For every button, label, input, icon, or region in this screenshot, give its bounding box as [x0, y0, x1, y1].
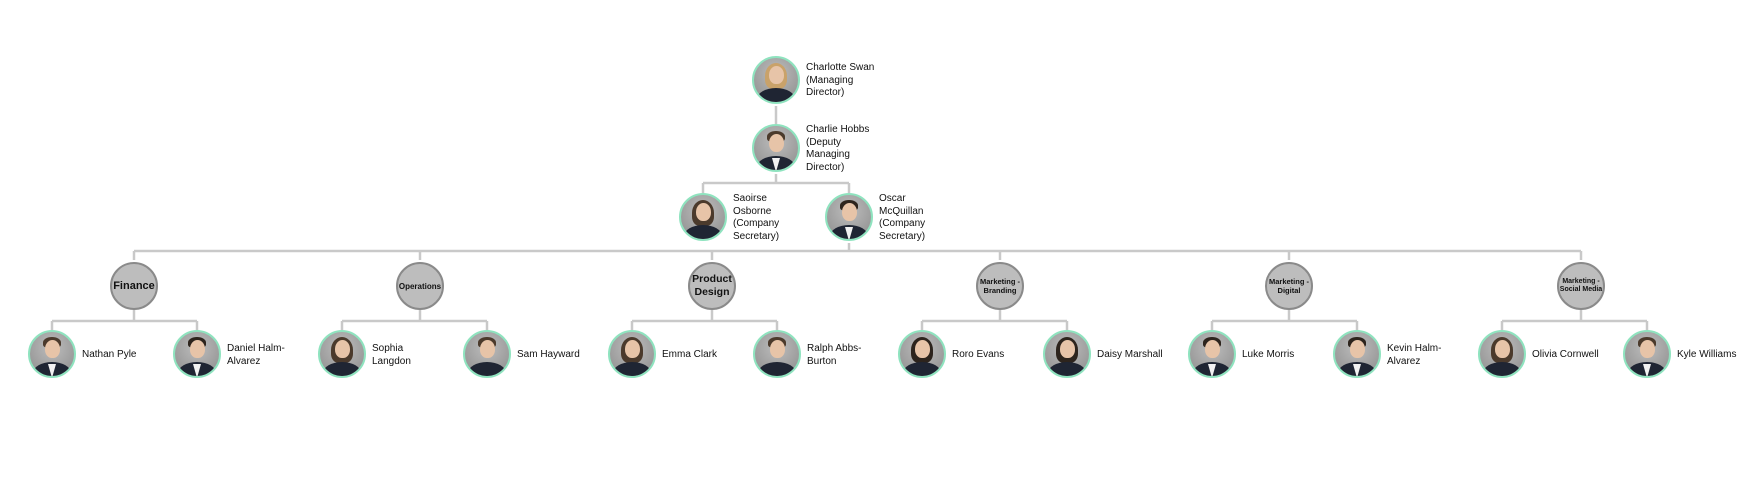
daniel-halm-alvarez-photo: [173, 330, 221, 378]
department-finance-label: Finance: [113, 280, 155, 292]
daniel-halm-alvarez-name: Daniel Halm- Alvarez: [227, 343, 285, 367]
charlie-hobbs-photo: [752, 124, 800, 172]
charlie-hobbs-name: Charlie Hobbs (Deputy Managing Director): [806, 124, 870, 173]
connector-finance-members: [50, 310, 199, 330]
connector-marketing-social-media-members: [1500, 310, 1649, 330]
department-operations: Operations: [396, 262, 444, 310]
saoirse-osborne-name: Saoirse Osborne (Company Secretary): [733, 193, 780, 242]
department-marketing-digital-label: Marketing - Digital: [1268, 277, 1309, 295]
kevin-halm-alvarez-photo: [1333, 330, 1381, 378]
department-marketing-branding-label: Marketing - Branding: [979, 277, 1020, 295]
oscar-mcquillan-name: Oscar McQuillan (Company Secretary): [879, 193, 926, 242]
department-product-design-label: Product Design: [692, 273, 732, 298]
department-product-design: Product Design: [688, 262, 736, 310]
roro-evans-photo: [898, 330, 946, 378]
department-marketing-digital: Marketing - Digital: [1265, 262, 1313, 310]
sophia-langdon-name: Sophia Langdon: [372, 343, 411, 367]
kyle-williams-photo: [1623, 330, 1671, 378]
connector-product-design-members: [630, 310, 779, 330]
nathan-pyle-photo: [28, 330, 76, 378]
saoirse-osborne-photo: [679, 193, 727, 241]
olivia-cornwell-photo: [1478, 330, 1526, 378]
sam-hayward-photo: [463, 330, 511, 378]
kyle-williams-name: Kyle Williams: [1677, 349, 1737, 360]
oscar-mcquillan-photo: [825, 193, 873, 241]
nathan-pyle-name: Nathan Pyle: [82, 349, 137, 360]
charlotte-swan-photo: [752, 56, 800, 104]
daisy-marshall-name: Daisy Marshall: [1097, 349, 1163, 360]
charlotte-swan-name: Charlotte Swan (Managing Director): [806, 62, 875, 98]
daisy-marshall-photo: [1043, 330, 1091, 378]
emma-clark-name: Emma Clark: [662, 349, 718, 360]
connector-deputy-to-secretaries: [701, 174, 851, 193]
connector-operations-members: [340, 310, 489, 330]
sam-hayward-name: Sam Hayward: [517, 349, 580, 360]
connector-secretaries-to-departments: [132, 243, 1583, 260]
luke-morris-photo: [1188, 330, 1236, 378]
luke-morris-name: Luke Morris: [1242, 349, 1295, 360]
connector-marketing-digital-members: [1210, 310, 1359, 330]
ralph-abbs-burton-name: Ralph Abbs- Burton: [807, 343, 862, 367]
department-marketing-social-media-label: Marketing - Social Media: [1559, 277, 1603, 294]
department-marketing-social-media: Marketing - Social Media: [1557, 262, 1605, 310]
kevin-halm-alvarez-name: Kevin Halm- Alvarez: [1387, 343, 1442, 367]
emma-clark-photo: [608, 330, 656, 378]
ralph-abbs-burton-photo: [753, 330, 801, 378]
olivia-cornwell-name: Olivia Cornwell: [1532, 349, 1599, 360]
department-operations-label: Operations: [398, 281, 442, 291]
connector-marketing-branding-members: [920, 310, 1069, 330]
roro-evans-name: Roro Evans: [952, 349, 1005, 360]
sophia-langdon-photo: [318, 330, 366, 378]
department-marketing-branding: Marketing - Branding: [976, 262, 1024, 310]
department-finance: Finance: [110, 262, 158, 310]
